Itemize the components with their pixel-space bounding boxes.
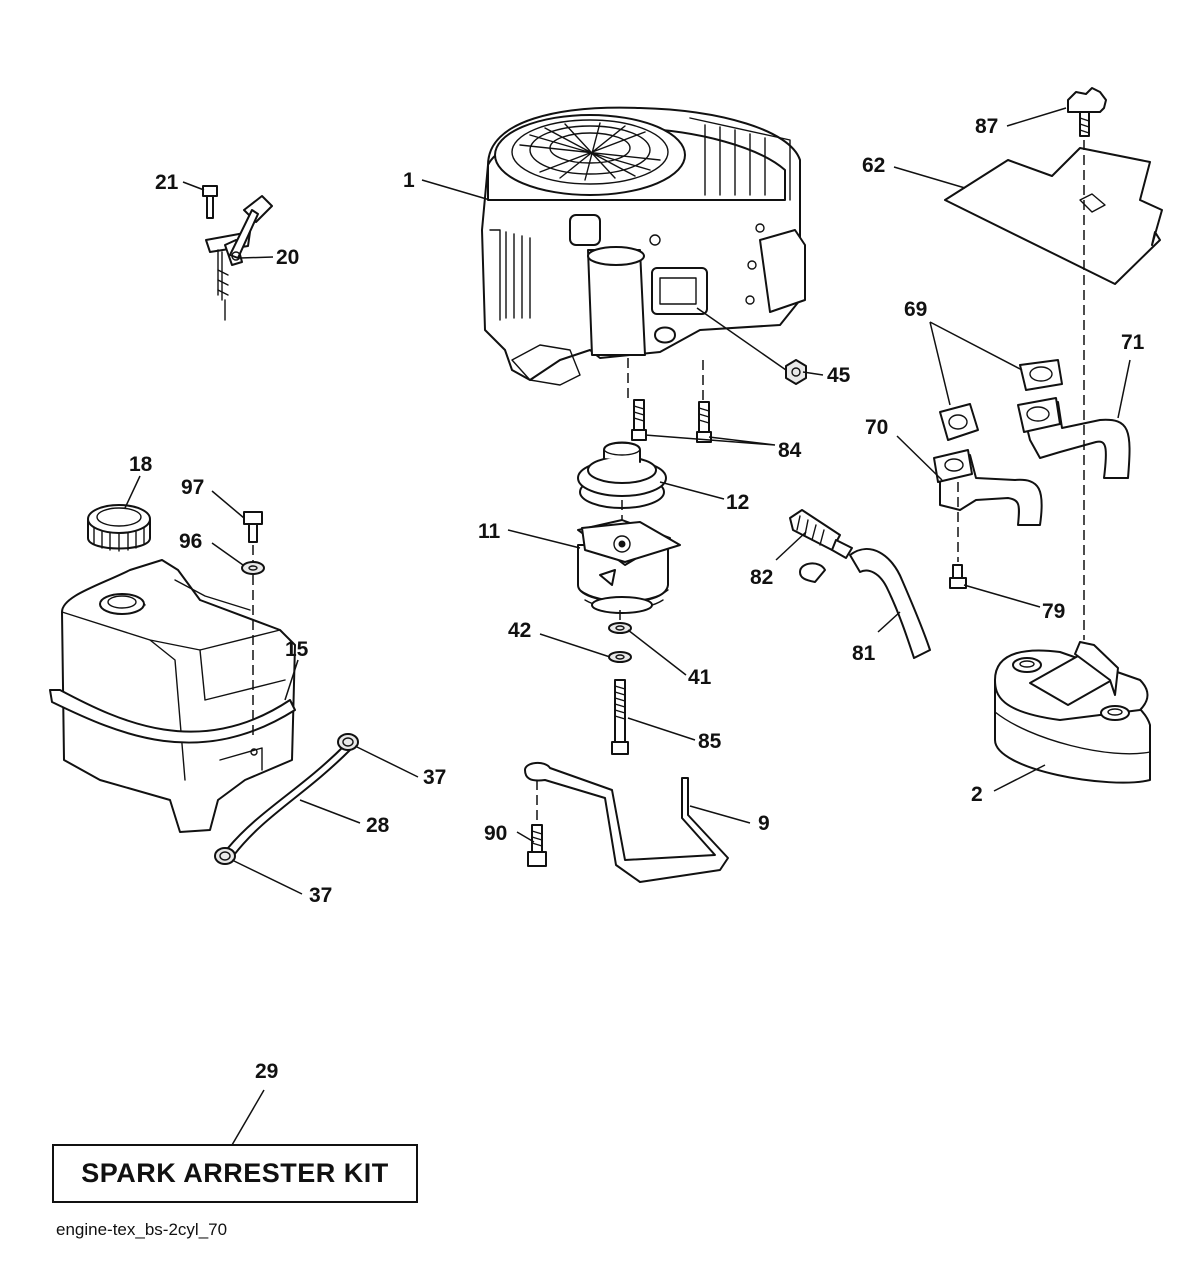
washers-part-41-42 xyxy=(608,622,632,663)
exhaust-pipe-part-71 xyxy=(1017,397,1131,479)
fuel-filter-part-82 xyxy=(789,509,853,583)
hose-part-81 xyxy=(849,548,931,659)
leader-12 xyxy=(659,481,725,500)
leader-2 xyxy=(993,764,1046,792)
leader-87 xyxy=(1006,107,1067,127)
leader-18 xyxy=(124,475,141,509)
gasket-part-69-right xyxy=(1019,359,1063,391)
callout-37-upper: 37 xyxy=(423,766,446,789)
muffler-part-2 xyxy=(994,641,1151,784)
leader-37b xyxy=(231,859,303,895)
callout-11: 11 xyxy=(478,520,501,543)
callout-84: 84 xyxy=(778,439,802,462)
callout-85: 85 xyxy=(698,730,722,753)
leader-85 xyxy=(627,717,696,741)
callout-42: 42 xyxy=(508,619,531,642)
callout-21: 21 xyxy=(155,171,179,194)
leader-96 xyxy=(211,542,244,566)
bolt-part-21 xyxy=(202,185,218,219)
callout-12: 12 xyxy=(726,491,749,514)
callout-96: 96 xyxy=(179,530,202,553)
leader-45b xyxy=(696,307,787,371)
callout-79: 79 xyxy=(1042,600,1065,623)
leader-69 xyxy=(929,321,1023,406)
leader-11 xyxy=(507,529,581,549)
rod-part-9 xyxy=(524,762,729,883)
callout-70: 70 xyxy=(865,416,888,439)
callout-9: 9 xyxy=(758,812,770,835)
clutch-part-11 xyxy=(577,519,681,614)
bolt-part-79 xyxy=(949,482,967,589)
leader-9 xyxy=(689,805,751,824)
callout-20: 20 xyxy=(276,246,299,269)
pulley-part-12 xyxy=(577,441,667,509)
leader-81 xyxy=(877,611,901,633)
callout-37-lower: 37 xyxy=(309,884,332,907)
leader-37a xyxy=(354,745,419,778)
leader-42 xyxy=(539,633,611,658)
callout-29: 29 xyxy=(255,1060,278,1083)
throttle-control-part-20 xyxy=(205,195,273,321)
fuel-tank-part-15 xyxy=(49,559,296,833)
leader-90 xyxy=(516,831,535,843)
bolts-part-84 xyxy=(627,358,712,443)
leader-20 xyxy=(239,256,274,259)
spark-arrester-kit-box: SPARK ARRESTER KIT xyxy=(52,1144,418,1203)
spark-arrester-kit-label: SPARK ARRESTER KIT xyxy=(81,1158,389,1188)
washer-part-96 xyxy=(241,561,265,575)
deflector-part-62 xyxy=(944,147,1163,285)
leader-15 xyxy=(284,659,299,701)
leader-21 xyxy=(182,181,205,191)
callout-62: 62 xyxy=(862,154,885,177)
callout-28: 28 xyxy=(366,814,390,837)
leader-79 xyxy=(963,584,1041,608)
screw-part-97 xyxy=(243,511,263,543)
leader-82 xyxy=(775,531,807,561)
diagram-code: engine-tex_bs-2cyl_70 xyxy=(56,1220,228,1239)
callout-1: 1 xyxy=(403,169,415,192)
callout-82: 82 xyxy=(750,566,773,589)
callout-45: 45 xyxy=(827,364,851,387)
nut-part-45 xyxy=(785,359,807,385)
callout-2: 2 xyxy=(971,783,983,806)
leader-45 xyxy=(802,371,824,376)
callout-87: 87 xyxy=(975,115,998,138)
exhaust-pipe-part-70 xyxy=(933,449,1043,526)
callout-15: 15 xyxy=(285,638,309,661)
leader-84 xyxy=(644,434,776,446)
engine-part-1 xyxy=(481,106,806,386)
clamp-part-37-lower xyxy=(214,847,236,865)
bolt-part-90 xyxy=(527,780,547,867)
leader-71 xyxy=(1117,359,1131,419)
callout-90: 90 xyxy=(484,822,507,845)
bolt-part-85 xyxy=(611,500,629,755)
leader-41 xyxy=(627,629,687,676)
knob-part-87 xyxy=(1067,87,1107,137)
callout-labels: 1 2 9 11 12 15 18 20 21 28 29 37 37 41 4… xyxy=(129,115,1145,1083)
callout-69: 69 xyxy=(904,298,927,321)
callout-41: 41 xyxy=(688,666,712,689)
gasket-part-69-left xyxy=(939,403,979,441)
leader-lines xyxy=(124,107,1131,1146)
leader-29 xyxy=(231,1089,265,1146)
leader-1 xyxy=(421,179,491,201)
callout-18: 18 xyxy=(129,453,153,476)
leader-28 xyxy=(299,799,361,824)
leader-70 xyxy=(896,435,943,481)
callout-71: 71 xyxy=(1121,331,1145,354)
clamp-part-37-upper xyxy=(337,733,359,751)
leader-97 xyxy=(211,490,245,519)
callout-81: 81 xyxy=(852,642,876,665)
callout-97: 97 xyxy=(181,476,204,499)
fuel-cap-part-18 xyxy=(87,504,151,552)
leader-62 xyxy=(893,166,966,189)
